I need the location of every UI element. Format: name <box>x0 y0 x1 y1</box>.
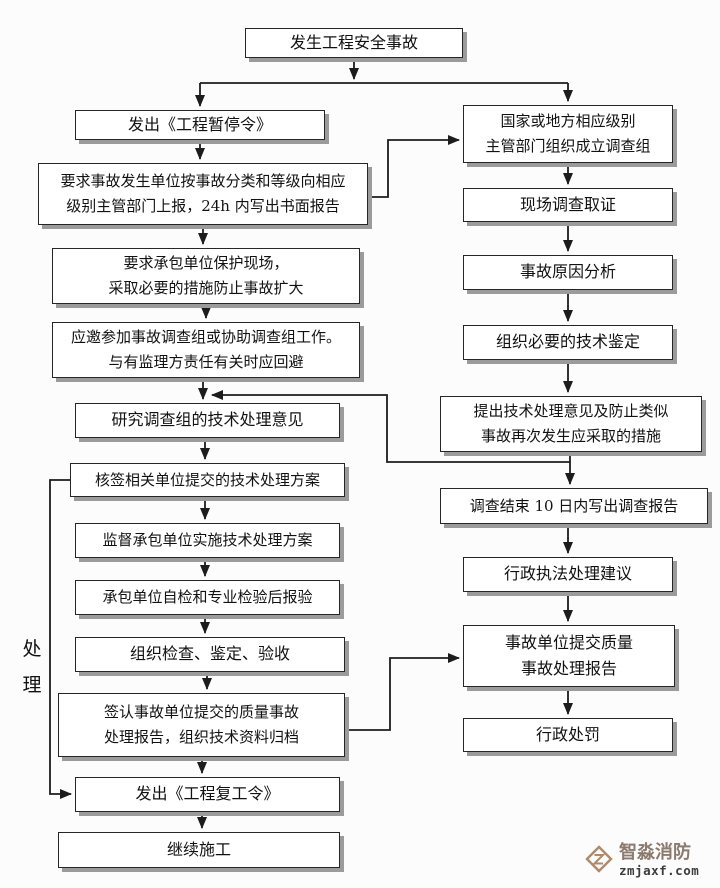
node-study-technical-opinions: 研究调查组的技术处理意见 <box>75 403 340 438</box>
node-administrative-penalty: 行政处罚 <box>463 718 673 752</box>
node-issue-resume-work-order: 发出《工程复工令》 <box>75 777 340 812</box>
node-organize-inspection-acceptance: 组织检查、鉴定、验收 <box>75 637 345 672</box>
node-investigation-report: 调查结束 10 日内写出调查报告 <box>440 488 708 524</box>
node-site-investigation: 现场调查取证 <box>463 188 673 222</box>
node-contractor-self-inspection: 承包单位自检和专业检验后报验 <box>75 580 340 615</box>
node-countersign-technical-plan: 核签相关单位提交的技术处理方案 <box>70 463 345 497</box>
watermark: 智淼消防 zmjaxf.com <box>584 842 700 878</box>
node-issue-suspension-order: 发出《工程暂停令》 <box>75 110 325 140</box>
node-accident-occurs: 发生工程安全事故 <box>245 28 463 58</box>
node-submit-quality-accident-report: 事故单位提交质量 事故处理报告 <box>463 625 675 687</box>
node-law-enforcement-suggestion: 行政执法处理建议 <box>463 557 673 592</box>
node-form-investigation-team: 国家或地方相应级别 主管部门组织成立调查组 <box>463 105 673 163</box>
node-protect-site: 要求承包单位保护现场， 采取必要的措施防止事故扩大 <box>52 248 360 304</box>
watermark-domain: zmjaxf.com <box>619 862 700 878</box>
node-technical-appraisal: 组织必要的技术鉴定 <box>463 325 673 360</box>
node-report-to-authority: 要求事故发生单位按事故分类和等级向相应 级别主管部门上报，24h 内写出书面报告 <box>38 163 368 225</box>
watermark-brand: 智淼消防 <box>619 842 691 864</box>
node-cause-analysis: 事故原因分析 <box>463 255 673 290</box>
node-supervise-implementation: 监督承包单位实施技术处理方案 <box>75 523 340 558</box>
node-continue-construction: 继续施工 <box>58 832 340 868</box>
node-join-investigation-team: 应邀参加事故调查组或协助调查组工作。 与有监理方责任有关时应回避 <box>52 322 360 378</box>
node-sign-accident-report-archive: 签认事故单位提交的质量事故 处理报告，组织技术资料归档 <box>58 693 345 757</box>
node-propose-technical-opinions: 提出技术处理意见及防止类似 事故再次发生应采取的措施 <box>440 396 702 452</box>
side-label-handling: 处 理 <box>22 638 42 697</box>
watermark-logo-icon <box>584 844 614 878</box>
